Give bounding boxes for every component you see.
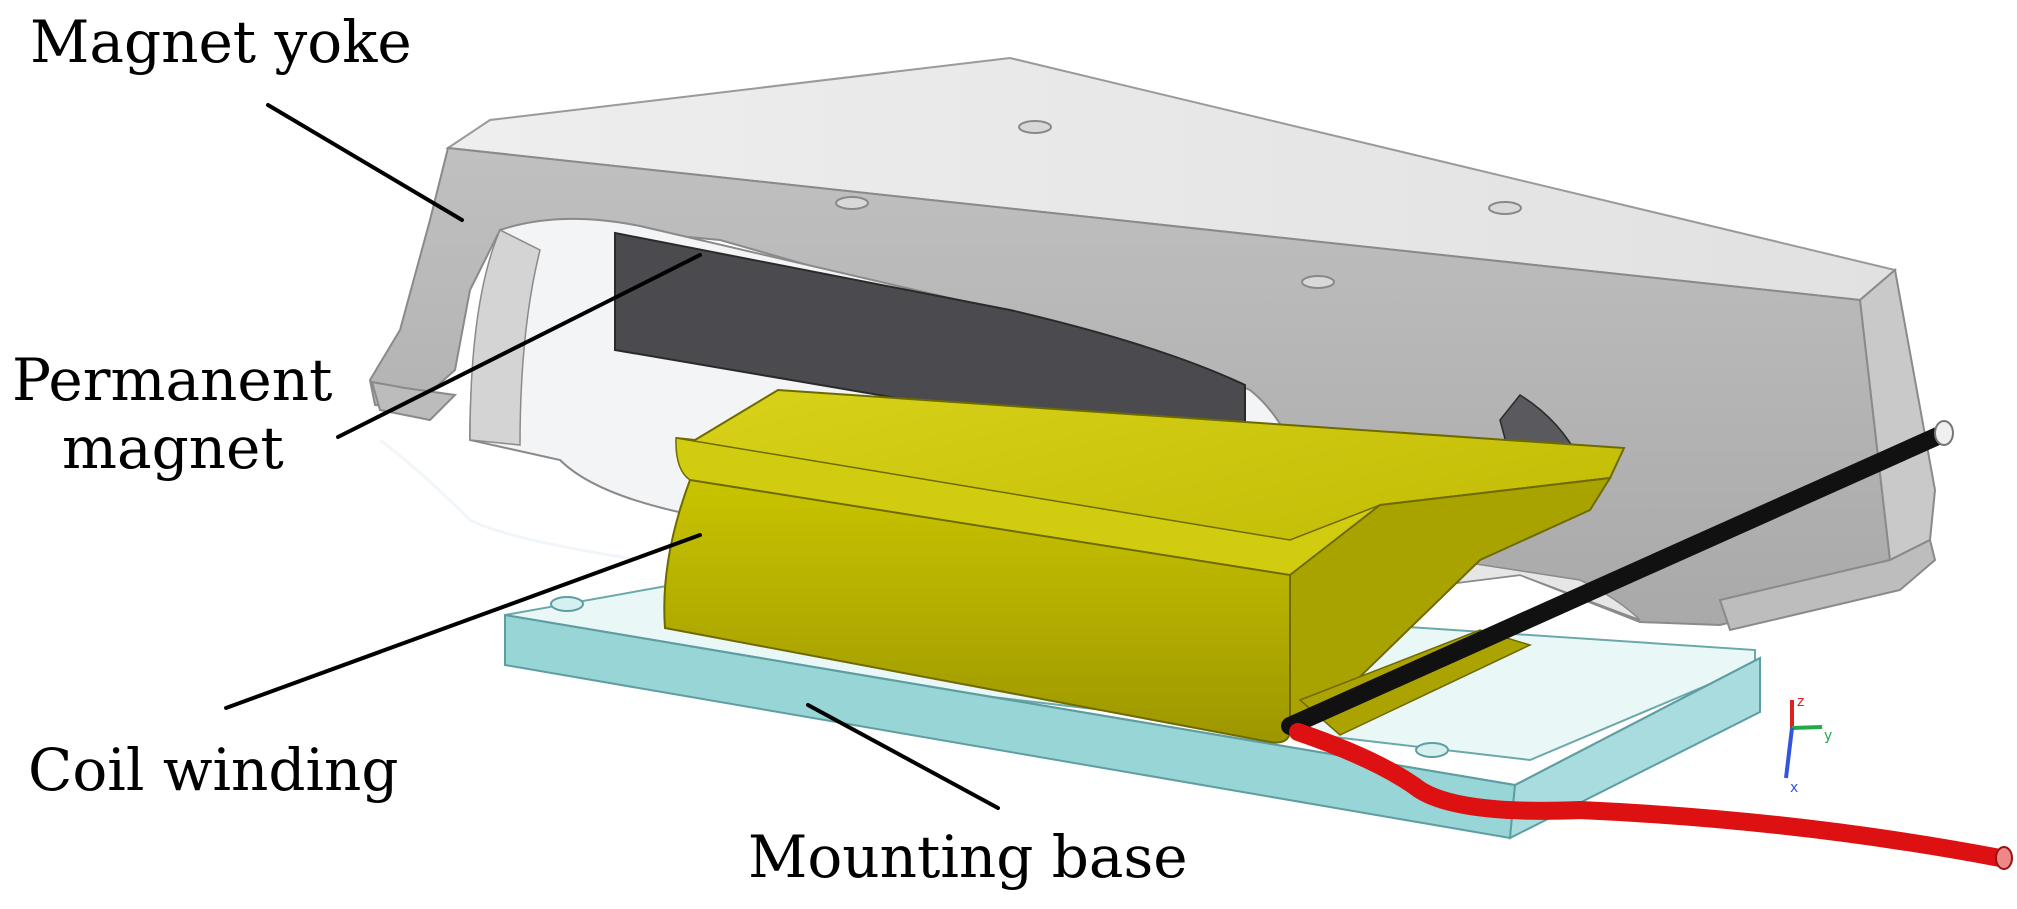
axis-z-label: z xyxy=(1797,694,1804,710)
axis-triad: z y x xyxy=(1784,694,1832,796)
leader-mounting-base xyxy=(806,703,1000,810)
leader-coil-winding xyxy=(224,533,702,710)
label-coil-winding: Coil winding xyxy=(28,736,399,804)
label-permanent-magnet-line1: Permanent xyxy=(12,346,332,414)
coil-winding xyxy=(663,388,1626,744)
label-mounting-base: Mounting base xyxy=(748,823,1188,891)
red-lead-wire xyxy=(1289,723,2009,867)
coil-front-face xyxy=(663,478,1291,744)
axis-y-label: y xyxy=(1824,728,1832,744)
label-permanent-magnet-line2: magnet xyxy=(62,414,284,482)
yoke-right-end xyxy=(1858,268,1937,562)
black-lead-wire xyxy=(1281,426,1949,735)
lead-wires xyxy=(1281,420,2013,870)
leader-magnet-yoke xyxy=(266,103,464,222)
leader-permanent-magnet xyxy=(336,253,702,439)
label-magnet-yoke: Magnet yoke xyxy=(30,8,412,76)
axis-x-label: x xyxy=(1790,780,1798,796)
